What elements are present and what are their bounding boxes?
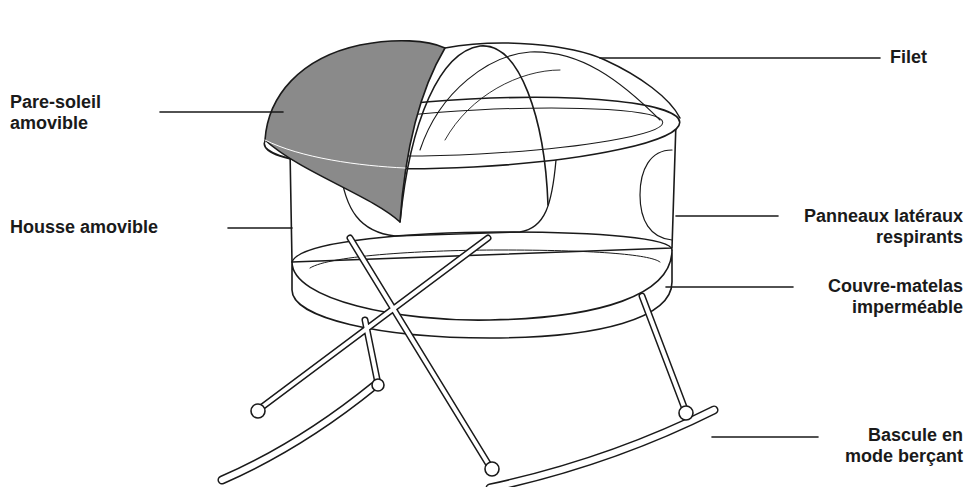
part-label: Bascule en mode berçant	[828, 425, 963, 467]
leader-lines	[160, 58, 880, 437]
mesh-arch	[420, 52, 660, 150]
part-label: Panneaux latéraux respirants	[788, 206, 963, 248]
lower-tray	[292, 250, 672, 338]
part-label: Housse amovible	[10, 217, 220, 238]
part-label: Filet	[890, 47, 960, 68]
legs	[222, 238, 714, 487]
part-label: Pare-soleil amovible	[10, 92, 150, 134]
mesh-outline	[445, 43, 680, 118]
sunshade	[265, 41, 445, 222]
mesh-arch	[445, 70, 560, 140]
sunshade-edge	[265, 140, 405, 168]
part-label: Couvre-matelas imperméable	[803, 276, 963, 318]
side-panel-frame	[640, 150, 672, 240]
